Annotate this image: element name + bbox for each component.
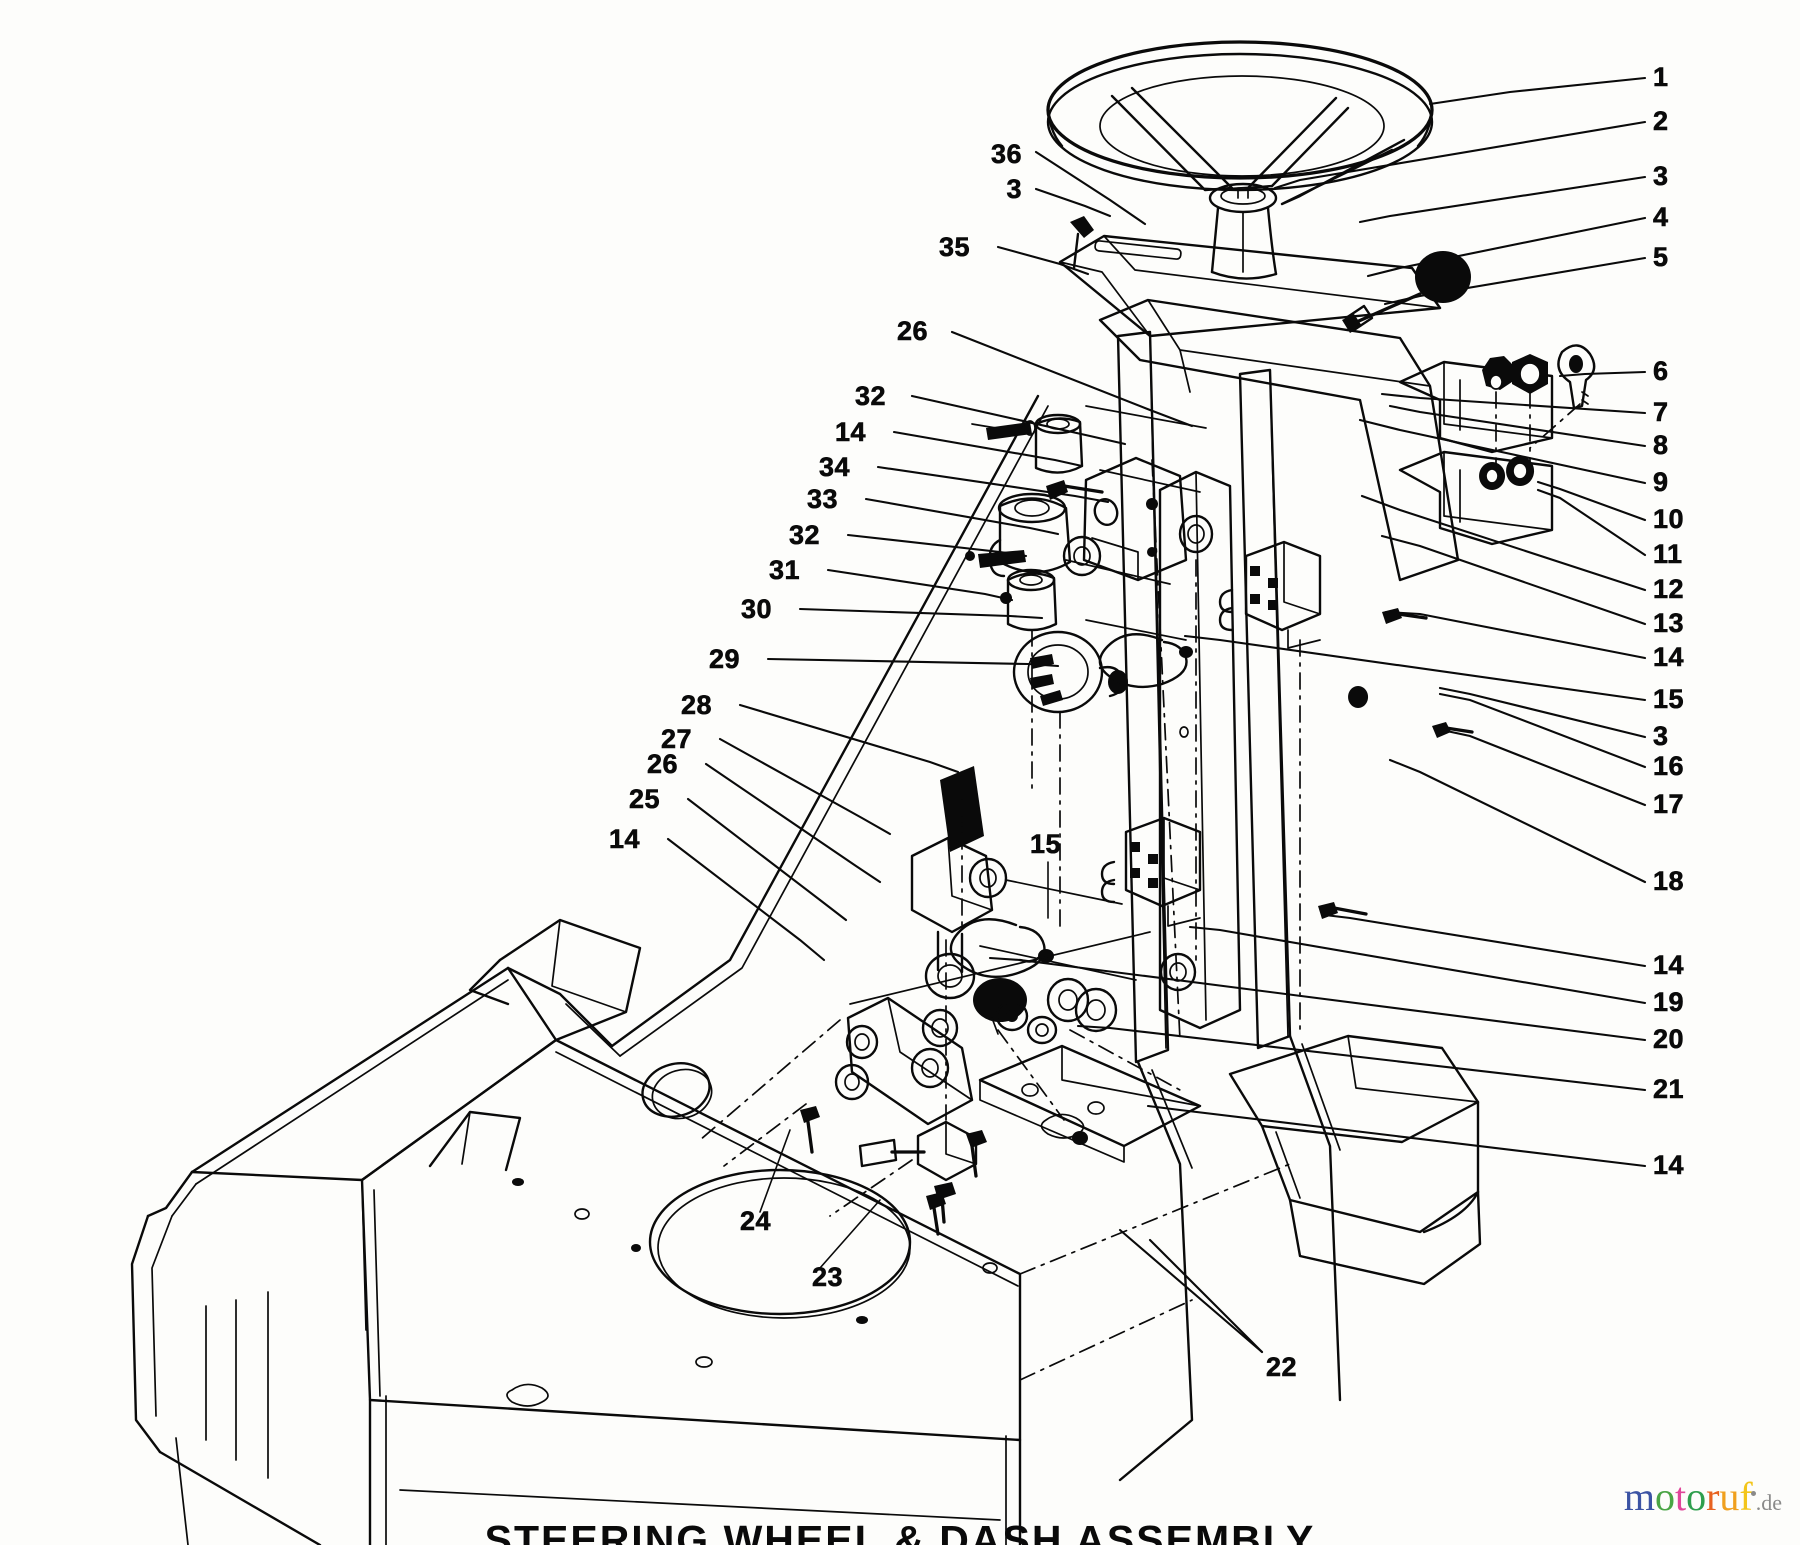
callout-number: 14 <box>1653 950 1685 980</box>
callout-number: 14 <box>608 824 640 854</box>
callout-number: 28 <box>680 690 712 720</box>
callout-number: 7 <box>1653 397 1669 427</box>
shift-knob-assembly <box>1342 251 1471 333</box>
callout-number: 3 <box>1653 721 1669 751</box>
callout-number: 31 <box>768 555 800 585</box>
callout-number: 26 <box>896 316 928 346</box>
watermark-letter: o <box>1654 1474 1675 1519</box>
shift-lever-column <box>910 766 1027 1035</box>
leader-lines-left <box>666 150 1194 962</box>
callout-number: 13 <box>1653 608 1685 638</box>
watermark-letter: u <box>1719 1474 1740 1519</box>
watermark-dot <box>1750 1490 1756 1496</box>
watermark-tld: .de <box>1755 1490 1782 1515</box>
switch-block-lower <box>1100 816 1202 927</box>
callout-number: 30 <box>740 594 772 624</box>
callout-number: 33 <box>806 484 838 514</box>
callout-number: 4 <box>1653 202 1669 232</box>
tractor-hood-body <box>130 394 1049 1545</box>
callout-number: 22 <box>1266 1352 1298 1382</box>
rod-end-clamp <box>858 1120 978 1224</box>
callout-number: 36 <box>990 139 1022 169</box>
callout-number: 8 <box>1653 430 1669 460</box>
watermark-letter: o <box>1686 1474 1707 1519</box>
hidden-construction-lines <box>699 391 1581 1217</box>
base-plate <box>978 1044 1202 1163</box>
center-bracket-strap <box>1158 470 1242 1030</box>
diagram-title: STEERING WHEEL & DASH ASSEMBLY <box>484 1517 1316 1545</box>
watermark-letter: m <box>1623 1474 1655 1519</box>
callout-number: 34 <box>818 452 850 482</box>
callout-number: 29 <box>708 644 740 674</box>
callout-number: 27 <box>660 724 692 754</box>
switch-block-upper <box>1218 540 1322 649</box>
callout-number: 5 <box>1653 242 1669 272</box>
callout-number: 16 <box>1653 751 1685 781</box>
callout-number: 35 <box>938 232 970 262</box>
callout-number: 26 <box>646 749 678 779</box>
left-fender <box>468 918 642 1042</box>
callout-number: 1 <box>1653 62 1669 92</box>
linkage-pivot-cluster <box>834 977 1118 1126</box>
callout-number: 3 <box>1653 161 1669 191</box>
callout-number: 14 <box>1653 642 1685 672</box>
callout-number: 24 <box>740 1206 772 1236</box>
mount-plate <box>1082 456 1188 582</box>
motoruf-watermark: motoruf.de <box>1624 1477 1782 1517</box>
callout-number: 9 <box>1653 467 1669 497</box>
callout-number: 6 <box>1653 356 1669 386</box>
callout-number: 32 <box>788 520 820 550</box>
projection-lines <box>849 405 1207 1005</box>
callout-number: 19 <box>1653 987 1685 1017</box>
rear-panel <box>1019 1034 1342 1482</box>
callout-number: 17 <box>1653 789 1685 819</box>
watermark-letter: t <box>1674 1474 1687 1519</box>
callout-number: 15 <box>1653 684 1685 714</box>
callout-number: 14 <box>1653 1150 1685 1180</box>
callout-number: 15 <box>1030 829 1062 859</box>
watermark-letter: r <box>1706 1474 1720 1519</box>
retaining-ring-2 <box>1098 633 1193 689</box>
callout-number: 32 <box>854 381 886 411</box>
callout-number: 10 <box>1653 504 1685 534</box>
steering-wheel <box>1046 40 1434 280</box>
callout-number: 14 <box>834 417 866 447</box>
callout-number: 2 <box>1653 106 1669 136</box>
ignition-switch-key <box>1479 344 1596 490</box>
callout-number: 3 <box>1006 174 1022 204</box>
callout-number: 21 <box>1653 1074 1685 1104</box>
callout-number: 20 <box>1653 1024 1685 1054</box>
callout-number: 23 <box>812 1262 844 1292</box>
callout-number: 18 <box>1653 866 1685 896</box>
callout-number: 25 <box>628 784 660 814</box>
callout-number: 12 <box>1653 574 1685 604</box>
callout-number: 11 <box>1653 539 1683 569</box>
watermark-letter: f <box>1739 1474 1753 1519</box>
right-fender <box>1228 1034 1482 1286</box>
